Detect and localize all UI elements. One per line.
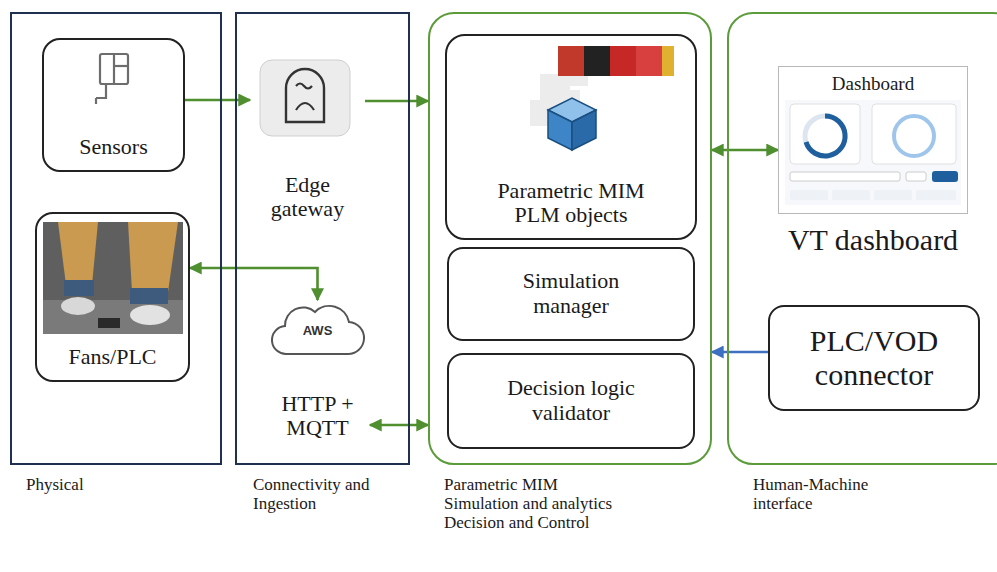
flow-arrow <box>190 268 318 300</box>
physical-panel: PhysicalSensorsFans/PLC <box>10 12 222 465</box>
plm-objects-box: Parametric MIM PLM objects <box>445 34 697 240</box>
node-label: PLC/VOD connector <box>784 324 964 391</box>
flow-arrow <box>365 100 428 103</box>
node-label: Parametric MIM Simulation and analytics … <box>444 475 632 532</box>
flow-arrow <box>370 424 428 427</box>
flow-arrow <box>185 99 250 102</box>
flow-arrow <box>712 351 768 354</box>
edge-gateway: Edge gateway <box>250 56 365 226</box>
sensors-box: Sensors <box>42 38 185 172</box>
node-label: Fans/PLC <box>68 345 156 370</box>
node-sublabel: VT dashboard <box>788 223 958 257</box>
decision-validator-box: Decision logic validator <box>447 353 695 449</box>
flow-arrow <box>712 149 778 152</box>
gateway-icon <box>260 60 350 136</box>
node-label: Sensors <box>79 135 147 160</box>
mim-panel: Parametric MIM Simulation and analytics … <box>428 12 712 465</box>
node-label: Parametric MIM PLM objects <box>484 179 659 228</box>
fans-plc-box: Fans/PLC <box>35 212 190 382</box>
plc-vod-connector-box: PLC/VOD connector <box>768 305 980 411</box>
node-sublabel: HTTP + MQTT <box>268 392 368 441</box>
hmi-panel: Human-Machine interfaceDashboardVT dashb… <box>727 12 997 465</box>
fans-photo <box>43 222 183 334</box>
aws-cloud: AWS HTTP + MQTT <box>265 300 370 445</box>
connectivity-panel: Connectivity and IngestionEdge gatewayAW… <box>235 12 410 465</box>
plm-cube-image <box>472 42 674 177</box>
node-label: Decision logic validator <box>489 376 654 425</box>
simulation-manager-box: Simulation manager <box>447 247 695 341</box>
dashboard-screenshot <box>785 100 961 205</box>
node-label: Human-Machine interface <box>753 475 893 513</box>
node-label: Dashboard <box>779 73 967 94</box>
node-label: AWS <box>265 324 370 339</box>
node-label: Simulation manager <box>491 269 651 318</box>
dashboard-screenshot: DashboardVT dashboard <box>778 66 968 214</box>
node-label: Physical <box>26 475 84 494</box>
node-label: Connectivity and Ingestion <box>253 475 403 513</box>
node-label: Edge gateway <box>258 173 358 222</box>
sensor-icon <box>96 54 128 104</box>
